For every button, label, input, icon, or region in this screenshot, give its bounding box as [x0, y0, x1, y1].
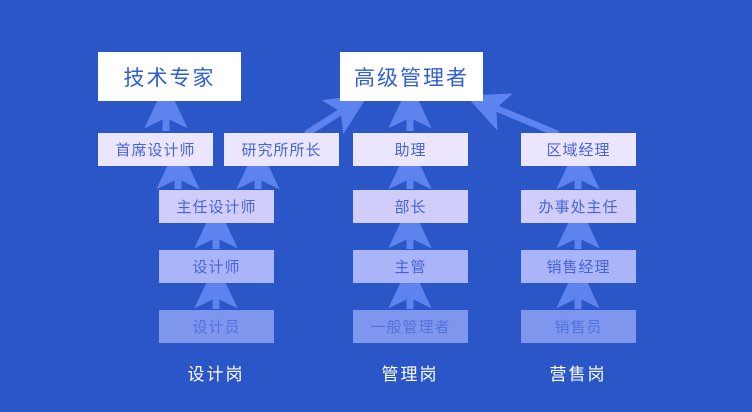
node-office-director[interactable]: 办事处主任 [521, 190, 636, 223]
node-salesperson[interactable]: 销售员 [521, 310, 636, 343]
node-junior-designer[interactable]: 设计员 [159, 310, 274, 343]
node-institute-director[interactable]: 研究所所长 [224, 133, 339, 166]
arrow-instdirector-to-seniormanager [304, 94, 369, 137]
column-label-sales: 营售岗 [549, 365, 607, 384]
column-label-design: 设计岗 [187, 365, 245, 384]
column-label-management: 管理岗 [381, 365, 439, 384]
node-department-head[interactable]: 部长 [353, 190, 468, 223]
node-chief-designer[interactable]: 首席设计师 [98, 133, 213, 166]
node-tech-expert[interactable]: 技术专家 [98, 52, 241, 101]
node-sales-manager[interactable]: 销售经理 [521, 250, 636, 283]
node-senior-manager[interactable]: 高级管理者 [340, 52, 483, 101]
node-assistant[interactable]: 助理 [353, 133, 468, 166]
node-regional-manager[interactable]: 区域经理 [521, 133, 636, 166]
node-lead-designer[interactable]: 主任设计师 [159, 190, 274, 223]
node-designer[interactable]: 设计师 [159, 250, 274, 283]
arrow-regionalmanager-to-seniormanager [465, 93, 560, 137]
node-general-manager-entry[interactable]: 一般管理者 [353, 310, 468, 343]
node-supervisor[interactable]: 主管 [353, 250, 468, 283]
